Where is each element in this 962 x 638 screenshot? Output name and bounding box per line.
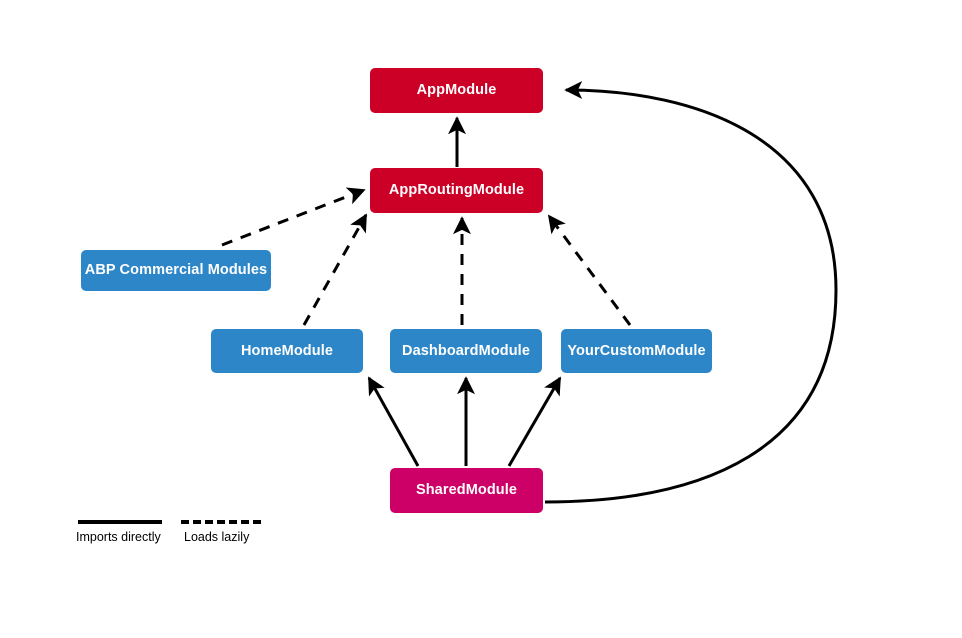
edge-home-to-app-routing: [302, 213, 368, 326]
edge-shared-to-your-custom: [507, 376, 562, 467]
node-app-module[interactable]: AppModule: [370, 68, 543, 113]
legend-dashed-line-icon: [181, 520, 261, 524]
edge-your-custom-to-app-routing: [547, 214, 632, 326]
edge-shared-to-home: [367, 376, 420, 467]
node-app-routing-module[interactable]: AppRoutingModule: [370, 168, 543, 213]
legend-imports-directly-label: Imports directly: [76, 530, 161, 544]
node-abp-commercial-modules[interactable]: ABP Commercial Modules: [81, 250, 271, 291]
node-home-module[interactable]: HomeModule: [211, 329, 363, 373]
legend-solid-line-icon: [78, 520, 162, 524]
node-shared-module[interactable]: SharedModule: [390, 468, 543, 513]
legend-loads-lazily-label: Loads lazily: [184, 530, 250, 544]
node-your-custom-module[interactable]: YourCustomModule: [561, 329, 712, 373]
node-dashboard-module[interactable]: DashboardModule: [390, 329, 542, 373]
edge-shared-to-app-module: [544, 81, 838, 504]
edge-abp-to-app-routing: [221, 187, 366, 247]
